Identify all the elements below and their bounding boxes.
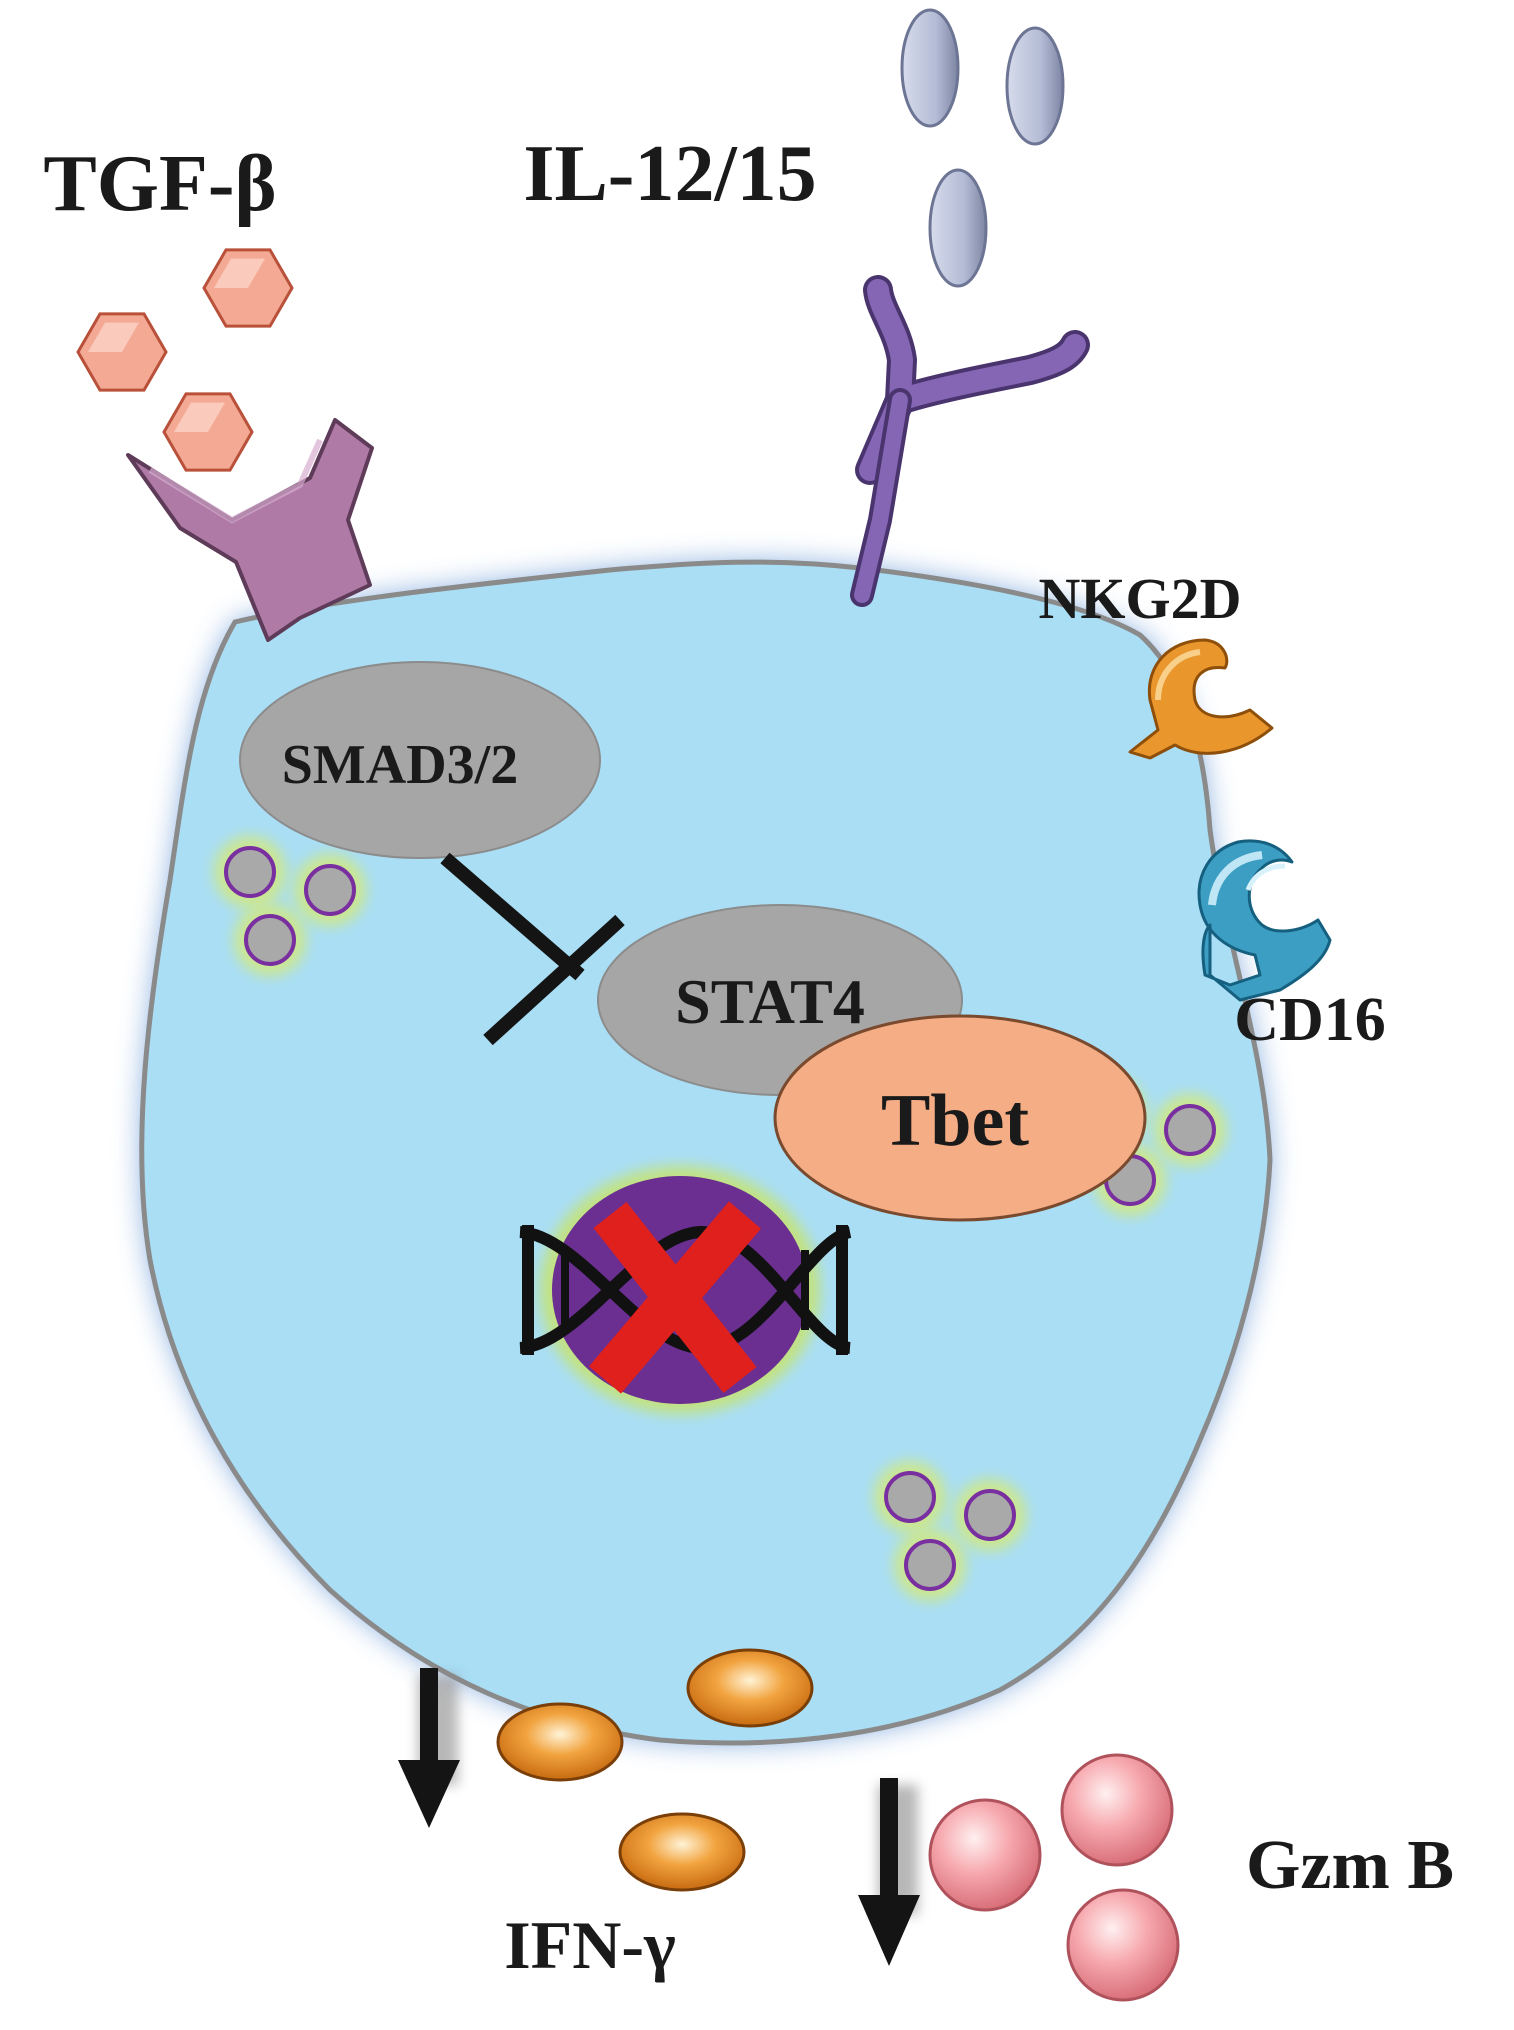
cd16-label: CD16	[1234, 986, 1386, 1054]
gzm-b-label: Gzm B	[1246, 1827, 1454, 1904]
ifn-gamma-label: IFN-γ	[504, 1907, 676, 1983]
tbet-label: Tbet	[881, 1080, 1029, 1162]
granule	[224, 846, 276, 898]
inhibition-bar-icon	[440, 852, 625, 1046]
granule	[904, 1539, 956, 1591]
il-12-15-receptor	[850, 275, 1090, 607]
ifn-gamma-molecule	[686, 1648, 814, 1728]
tgf-beta-hexagon-highlight	[174, 402, 225, 432]
il-ligand	[900, 8, 960, 128]
ifn-gamma-molecule	[618, 1812, 746, 1892]
cd16-receptor	[1197, 839, 1332, 1002]
granzyme-b-group: Gzm B	[858, 1753, 1454, 2002]
granule	[244, 914, 296, 966]
down-arrow-icon	[858, 1778, 920, 1966]
il-ligand	[1005, 26, 1065, 146]
granule	[1164, 1104, 1216, 1156]
granzyme-b-molecule	[928, 1798, 1042, 1912]
tgf-beta-receptor	[126, 418, 374, 642]
il-ligand	[928, 168, 988, 288]
granule	[884, 1471, 936, 1523]
granule	[964, 1489, 1016, 1541]
ifn-gamma-molecule	[496, 1702, 624, 1782]
down-arrow-icon	[398, 1668, 460, 1828]
il-12-15-ligands	[900, 8, 1065, 288]
tbet-node: Tbet	[773, 1014, 1147, 1222]
smad-label: SMAD3/2	[282, 734, 518, 796]
tgf-beta-hexagon-highlight	[214, 258, 265, 288]
red-x-icon	[588, 1201, 762, 1394]
smad3-2-node: SMAD3/2	[239, 661, 601, 859]
granule	[304, 864, 356, 916]
tgf-beta-ligands	[76, 248, 294, 472]
tgf-beta-hexagon-highlight	[88, 322, 139, 352]
granzyme-b-molecule	[1060, 1753, 1174, 1867]
granule-cluster	[874, 1461, 1026, 1601]
nkg2d-label: NKG2D	[1039, 566, 1242, 631]
granule-cluster	[214, 836, 366, 976]
nucleus	[519, 1166, 852, 1414]
granzyme-b-molecule	[1066, 1888, 1180, 2002]
il-12-15-label: IL-12/15	[523, 130, 816, 218]
ifn-gamma-group: IFN-γ	[398, 1648, 814, 1983]
nkg2d-receptor	[1128, 638, 1274, 760]
stat4-label: STAT4	[675, 966, 865, 1037]
tgf-beta-label: TGF-β	[43, 140, 276, 228]
